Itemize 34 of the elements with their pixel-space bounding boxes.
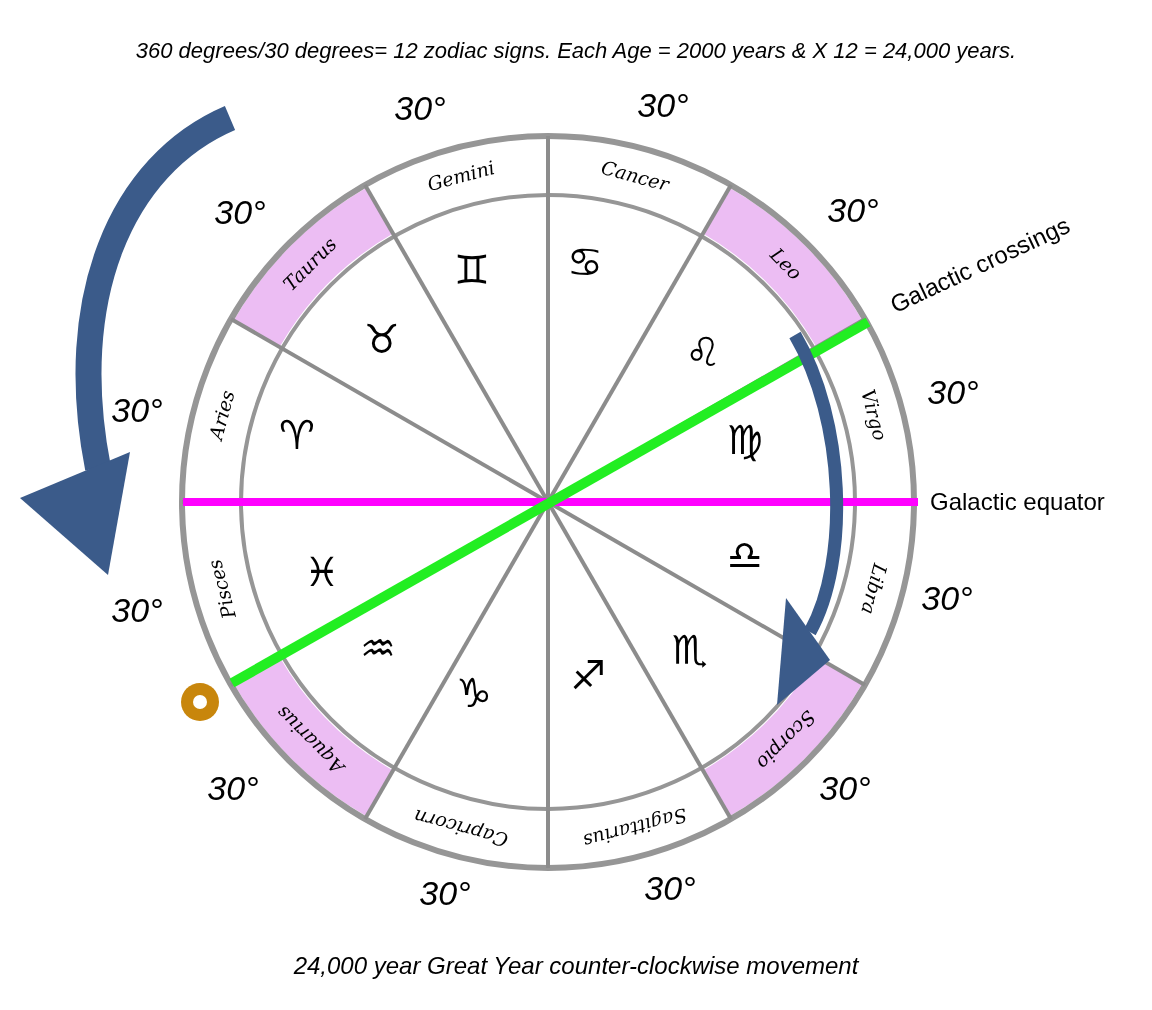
zodiac-sign-label: Gemini	[425, 158, 497, 195]
degree-label: 30°	[644, 871, 696, 905]
zodiac-sign-label: Libra	[857, 562, 890, 617]
zodiac-glyph: ♈	[279, 415, 315, 455]
line-label: Galactic equator	[930, 490, 1105, 514]
zodiac-glyph: ♑	[456, 673, 492, 713]
degree-label: 30°	[111, 593, 163, 627]
degree-label: 30°	[637, 88, 689, 122]
degree-label: 30°	[827, 193, 879, 227]
zodiac-glyph: ♓	[304, 552, 340, 592]
zodiac-glyph: ♊	[454, 250, 490, 290]
zodiac-glyph: ♉	[364, 319, 400, 359]
zodiac-glyph: ♏	[672, 630, 708, 670]
degree-label: 30°	[207, 771, 259, 805]
zodiac-sign-label: Virgo	[857, 387, 890, 443]
zodiac-sign-label: Leo	[767, 244, 806, 283]
zodiac-glyph: ♐	[570, 655, 606, 695]
degree-label: 30°	[111, 393, 163, 427]
title: 360 degrees/30 degrees= 12 zodiac signs. Each Age = 2000 years & X 12 = 24,000 years.	[134, 37, 1018, 65]
degree-label: 30°	[819, 771, 871, 805]
degree-label: 30°	[921, 581, 973, 615]
zodiac-glyph: ♌	[685, 332, 721, 372]
zodiac-glyph: ♒	[360, 628, 396, 668]
zodiac-glyph: ♍	[727, 420, 763, 460]
zodiac-sign-label: Aries	[206, 388, 239, 442]
degree-label: 30°	[394, 91, 446, 125]
zodiac-sign-label: Pisces	[205, 557, 240, 621]
zodiac-glyph: ♋	[567, 242, 603, 282]
zodiac-glyph: ♎	[727, 535, 763, 575]
degree-label: 30°	[419, 876, 471, 910]
zodiac-sign-label: Cancer	[599, 158, 672, 195]
caption: 24,000 year Great Year counter-clockwise movement	[292, 951, 860, 981]
degree-label: 30°	[214, 195, 266, 229]
degree-label: 30°	[927, 375, 979, 409]
